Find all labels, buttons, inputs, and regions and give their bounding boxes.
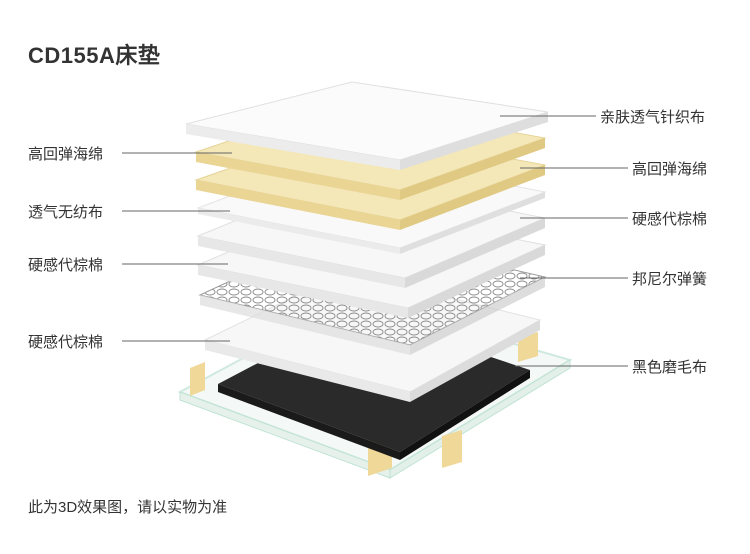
label-hr-foam-right: 高回弹海绵 — [632, 161, 708, 178]
label-knit-fabric: 亲肤透气针织布 — [600, 109, 706, 126]
label-hr-foam-left: 高回弹海绵 — [28, 146, 104, 163]
leader-lines-right — [500, 115, 628, 367]
footnote: 此为3D效果图，请以实物为准 — [28, 499, 228, 516]
layer-knit-fabric — [185, 81, 549, 170]
leader-lines-left — [122, 152, 232, 342]
page-title: CD155A床垫 — [28, 43, 161, 68]
label-hard-fiber-left-lower: 硬感代棕棉 — [28, 334, 104, 351]
label-nonwoven-fabric: 透气无纺布 — [28, 204, 104, 221]
label-bonnell-springs: 邦尼尔弹簧 — [632, 271, 708, 288]
label-hard-fiber-right: 硬感代棕棉 — [632, 211, 708, 228]
label-hard-fiber-left-upper: 硬感代棕棉 — [28, 257, 104, 274]
label-black-felt: 黑色磨毛布 — [632, 359, 708, 376]
